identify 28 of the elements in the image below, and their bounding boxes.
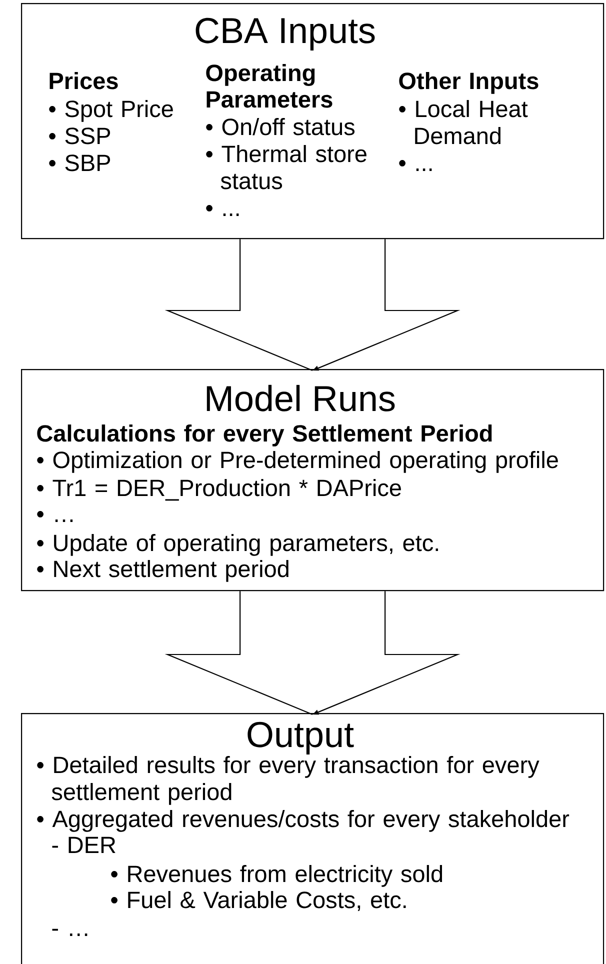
bullet-item: • … (37, 511, 73, 522)
bullet-item: • SSP (49, 128, 110, 144)
bullet-item: • Fuel & Variable Costs, etc. (111, 891, 406, 912)
bullet-item: • ... (399, 160, 432, 171)
block-arrow (164, 590, 460, 716)
box-title: CBA Inputs (196, 18, 375, 50)
bullet-item: • Aggregated revenues/costs for every stakeholder (37, 810, 570, 832)
bullet-item: • Tr1 = DER_Production * DAPrice (37, 479, 401, 501)
bullet-item: • On/off status (206, 118, 355, 136)
section-heading: Operating Parameters (206, 64, 332, 108)
section-heading: Calculations for every Settlement Period (37, 424, 492, 446)
list-item: - … (52, 928, 88, 936)
section-heading: Prices (50, 72, 118, 90)
bullet-item: • Thermal store status (206, 145, 366, 190)
bullet-item: • Local Heat Demand (399, 100, 528, 144)
block-arrow (164, 238, 460, 372)
bullet-item: • Optimization or Pre-determined operating profile (37, 451, 558, 473)
bullet-item: • Update of operating parameters, etc. (37, 534, 438, 556)
bullet-item: • SBP (49, 154, 110, 172)
bullet-item: • Next settlement period (37, 560, 288, 582)
bullet-item: • Spot Price (49, 100, 173, 122)
box-title: Model Runs (206, 384, 395, 412)
box-title: Output (248, 722, 354, 754)
bullet-item: • Revenues from electricity sold (111, 865, 442, 887)
bullet-item: • ... (206, 205, 239, 216)
section-heading: Other Inputs (399, 72, 538, 94)
list-item: - DER (52, 836, 116, 853)
bullet-item: • Detailed results for every transaction for every settlement period (37, 756, 540, 805)
